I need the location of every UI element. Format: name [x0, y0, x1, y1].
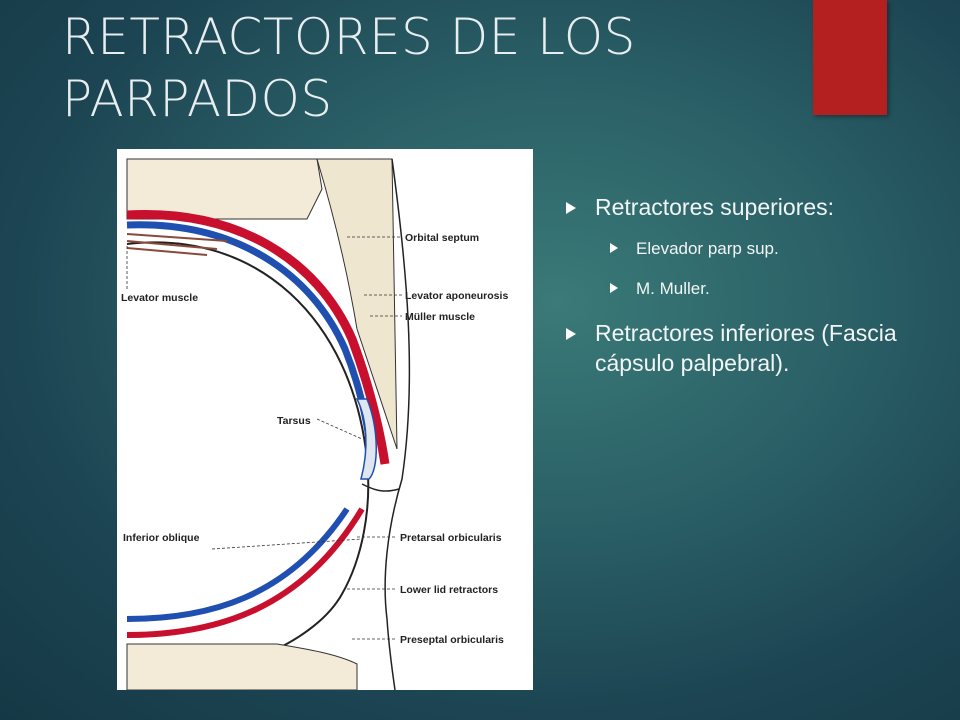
sub-bullet-item: M. Muller.: [566, 278, 926, 300]
label-levator-muscle: Levator muscle: [121, 292, 198, 304]
orbital-bone-upper: [126, 158, 323, 220]
bullet-list: Retractores superiores: Elevador parp su…: [566, 192, 926, 394]
skin-outline: [384, 158, 411, 690]
label-levator-aponeurosis: Levator aponeurosis: [405, 290, 508, 302]
label-tarsus: Tarsus: [277, 415, 311, 427]
orbital-bone-lower: [126, 643, 358, 690]
label-inferior-oblique: Inferior oblique: [123, 532, 200, 544]
label-preseptal-orbicularis: Preseptal orbicularis: [400, 634, 504, 646]
arrow-bullet-icon: [566, 328, 576, 340]
label-lower-lid-retractors: Lower lid retractors: [400, 584, 498, 596]
arrow-bullet-icon: [610, 283, 618, 293]
arrow-bullet-icon: [566, 202, 576, 214]
lower-lid-blue: [126, 507, 350, 622]
label-muller-muscle: Müller muscle: [405, 311, 475, 323]
label-pretarsal-orbicularis: Pretarsal orbicularis: [400, 532, 502, 544]
lower-lid-red: [126, 507, 365, 638]
bullet-text: Retractores inferiores (Fascia cápsulo p…: [595, 320, 897, 376]
accent-bar: [813, 0, 887, 115]
label-orbital-septum: Orbital septum: [405, 232, 479, 244]
bullet-text: Retractores superiores:: [595, 194, 835, 220]
sub-bullet-text: Elevador parp sup.: [636, 239, 779, 258]
levator-muscle-red: [126, 210, 390, 465]
sub-bullet-item: Elevador parp sup.: [566, 238, 926, 260]
bullet-item: Retractores superiores:: [566, 192, 926, 222]
bullet-item: Retractores inferiores (Fascia cápsulo p…: [566, 318, 926, 378]
tarsus-shape: [355, 398, 377, 480]
slide-title: RETRACTORES DE LOS PARPADOS: [62, 8, 636, 128]
eyelid-anatomy-figure: Orbital septum Levator muscle Levator ap…: [117, 149, 533, 690]
sub-bullet-text: M. Muller.: [636, 279, 710, 298]
orbital-rim-upper: [316, 158, 398, 450]
arrow-bullet-icon: [610, 243, 618, 253]
